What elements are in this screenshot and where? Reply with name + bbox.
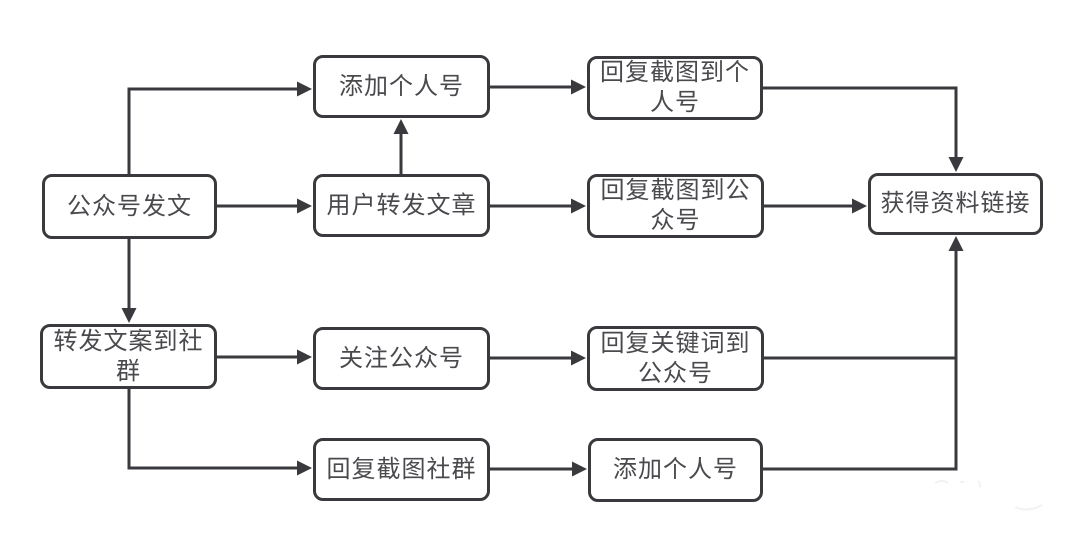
node-add-personal-account-bottom: 添加个人号 [588, 438, 763, 502]
edge-forward-group-to-reply-screenshot-group [127, 389, 312, 476]
node-add-personal-account-top: 添加个人号 [313, 55, 490, 118]
node-reply-keyword-to-official: 回复关键词到公众号 [587, 326, 764, 391]
node-label: 转发文案到社群 [53, 327, 204, 385]
node-forward-copy-to-group: 转发文案到社群 [40, 324, 217, 389]
edge-post-to-add-personal-top [127, 81, 312, 174]
node-label: 回复截图到公众号 [600, 177, 751, 234]
node-label: 回复截图到个人号 [600, 59, 750, 116]
node-label: 用户转发文章 [326, 191, 477, 219]
node-official-account-post: 公众号发文 [42, 174, 217, 239]
node-reply-screenshot-to-personal: 回复截图到个人号 [587, 56, 763, 120]
node-reply-screenshot-to-official: 回复截图到公众号 [587, 174, 764, 238]
node-label: 添加个人号 [613, 456, 738, 483]
node-label: 回复关键词到公众号 [600, 329, 751, 387]
node-label: 添加个人号 [339, 72, 464, 100]
node-user-forwards-article: 用户转发文章 [313, 174, 490, 237]
node-get-material-link: 获得资料链接 [868, 173, 1043, 235]
node-label: 回复截图社群 [326, 455, 477, 483]
edge-reply-screenshot-personal-to-get-link [763, 86, 964, 172]
node-label: 公众号发文 [67, 192, 192, 220]
edge-add-personal-bottom-to-get-link [763, 236, 964, 471]
node-reply-screenshot-in-group: 回复截图社群 [313, 438, 490, 501]
node-label: 关注公众号 [339, 344, 464, 372]
node-label: 获得资料链接 [880, 190, 1031, 217]
node-follow-official-account: 关注公众号 [313, 327, 490, 390]
